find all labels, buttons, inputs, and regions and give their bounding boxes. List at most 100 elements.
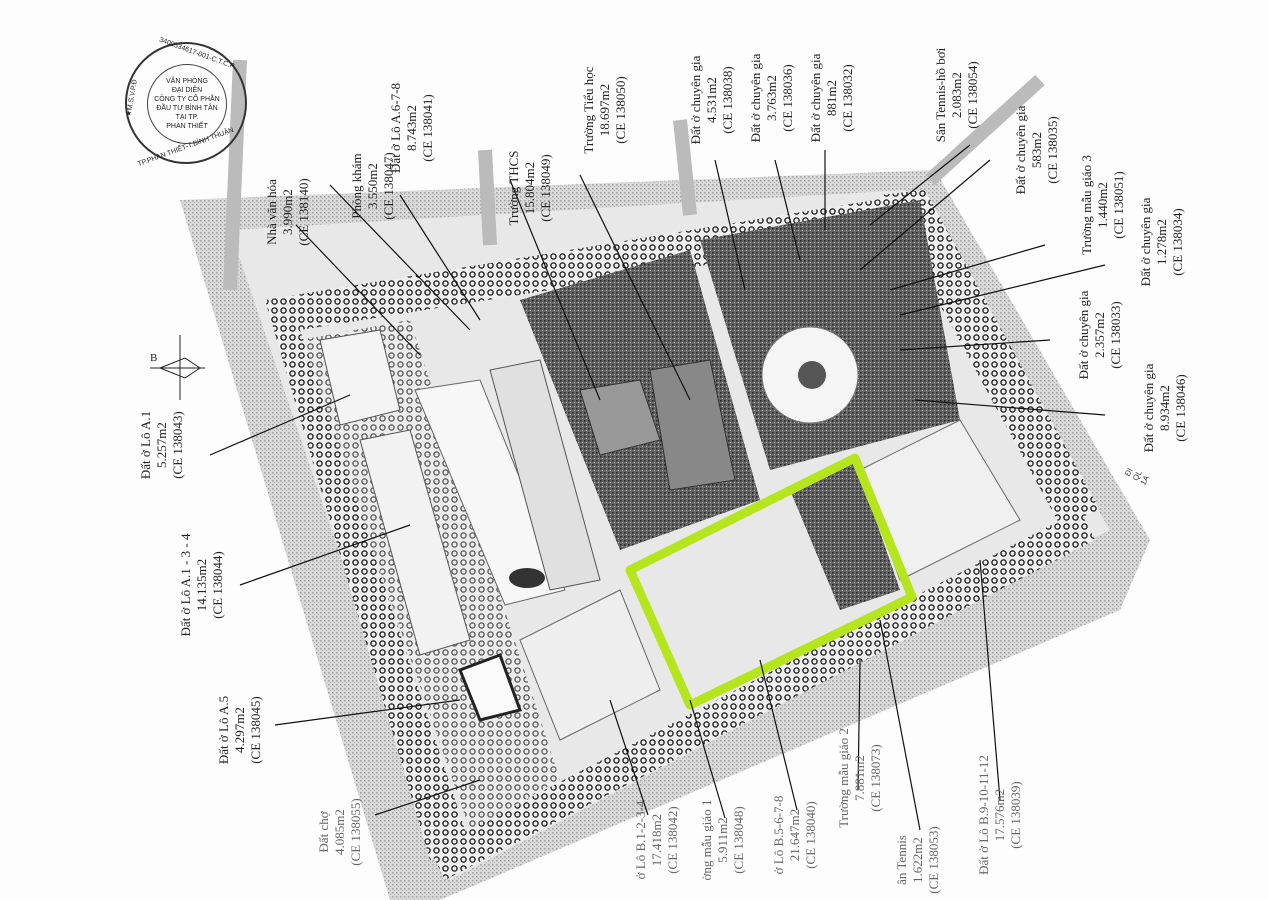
parcel-certificate: (CE 138140) <box>296 178 311 246</box>
parcel-name: Đất ở Lô A.6-7-8 <box>388 83 403 173</box>
parcel-name: Phòng khám <box>349 153 364 219</box>
parcel-certificate: (CE 138045) <box>248 696 263 764</box>
parcel-certificate: (CE 138044) <box>210 551 225 619</box>
parcel-certificate: (CE 138050) <box>613 76 628 144</box>
parcel-area: 1.622m2 <box>910 837 925 883</box>
parcel-certificate: (CE 138051) <box>1111 171 1126 239</box>
compass-label: B <box>150 352 158 364</box>
parcel-area: 7.881m2 <box>852 755 867 801</box>
parcel-name: Đất chợ <box>316 811 331 853</box>
parcel-name: Đất ở Lô A.5 <box>216 695 231 765</box>
company-stamp: 3400534617-001-C.T.C.P ★M.S.V.P.Đ TP.PHA… <box>125 37 247 168</box>
parcel-area: 4.085m2 <box>332 809 347 855</box>
parcel-area: 21.647m2 <box>787 808 802 862</box>
parcel-area: 8.743m2 <box>404 105 419 151</box>
parcel-name: Trường Tiểu học <box>581 66 596 154</box>
parcel-area: 8.934m2 <box>1157 385 1172 431</box>
parcel-area: 18.697m2 <box>597 83 612 137</box>
parcel-certificate: (CE 138053) <box>926 826 941 894</box>
parcel-name: Sân Tennis-hồ bơi <box>933 47 948 143</box>
parcel-name: Trường mẫu giáo 3 <box>1079 155 1094 255</box>
parcel-area: 3.763m2 <box>764 75 779 121</box>
parcel-area: 14.135m2 <box>194 558 209 612</box>
parcel-area: 1.278m2 <box>1154 219 1169 265</box>
parcel-certificate: (CE 138073) <box>868 744 883 812</box>
parcel-certificate: (CE 138042) <box>665 806 680 874</box>
parcel-area: 5.911m2 <box>715 817 730 863</box>
parcel-certificate: (CE 138039) <box>1008 781 1023 849</box>
stamp-ring-left: ★M.S.V.P.Đ <box>125 79 139 118</box>
parcel-area: 4.531m2 <box>704 77 719 123</box>
leader-lines <box>209 144 1106 831</box>
parcel-certificate: (CE 138043) <box>170 411 185 479</box>
parcel-area: 15.804m2 <box>522 161 537 215</box>
parcel-name: ân Tennis <box>894 835 909 885</box>
stamp-line: ĐẦU TƯ BÌNH TÂN <box>156 105 218 112</box>
parcel-area: 583m2 <box>1029 131 1044 169</box>
parcel-area: 881m2 <box>824 79 839 117</box>
stamp-center: VĂN PHÒNG ĐẠI DIỆN CÔNG TY CỔ PHẦN ĐẦU T… <box>147 64 227 144</box>
parcel-certificate: (CE 138048) <box>731 806 746 874</box>
stamp-line: ĐẠI DIỆN <box>171 87 203 94</box>
parcel-certificate: (CE 138054) <box>965 61 980 129</box>
stamp-line: VĂN PHÒNG <box>165 78 208 85</box>
parcel-area: 3.550m2 <box>365 163 380 209</box>
stamp-line: PHAN THIẾT <box>166 123 208 130</box>
parcel-area: 5.257m2 <box>154 422 169 468</box>
parcel-certificate: (CE 138040) <box>803 801 818 869</box>
parcel-name: Đất ở chuyên gia <box>1076 290 1091 380</box>
parcel-certificate: (CE 138046) <box>1173 374 1188 442</box>
parcel-certificate: (CE 138041) <box>420 94 435 162</box>
parcel-name: Đất ở Lô A.1 <box>138 410 153 480</box>
parcel-certificate: (CE 138034) <box>1170 208 1185 276</box>
parcel-name: Đất ở chuyên gia <box>748 53 763 143</box>
parcel-certificate: (CE 138036) <box>780 64 795 132</box>
parcel-name: ở Lô B.1-2-3-4 <box>633 800 648 880</box>
parcel-name: Trường mẫu giáo 2 <box>836 728 851 828</box>
highlighted-parcel[interactable] <box>625 453 917 710</box>
parcel-certificate: (CE 138033) <box>1108 301 1123 369</box>
parcel-certificate: (CE 138038) <box>720 66 735 134</box>
parcel-name: Đất ở chuyên gia <box>1138 197 1153 287</box>
north-arrow-icon <box>150 335 205 400</box>
parcel-name: Đất ở Lô A.1 - 3 - 4 <box>178 533 193 637</box>
parcel-name: Đất ở chuyên gia <box>1013 105 1028 195</box>
parcel-certificate: (CE 138055) <box>348 798 363 866</box>
parcel-name: Đất ở chuyên gia <box>688 55 703 145</box>
blocks <box>319 200 1021 741</box>
parcel-certificate: (CE 138035) <box>1045 116 1060 184</box>
parcel-certificate: (CE 138032) <box>840 64 855 132</box>
stamp-line: CÔNG TY CỔ PHẦN <box>154 96 220 103</box>
parcel-name: Đất ở Lô B.9-10-11-12 <box>976 755 991 875</box>
parcel-name: Đất ở chuyên gia <box>808 53 823 143</box>
parcel-certificate: (CE 138049) <box>538 154 553 222</box>
parcel-name: Trường THCS <box>506 150 521 226</box>
parcel-area: 17.418m2 <box>649 813 664 867</box>
parcel-area: 17.576m2 <box>992 788 1007 842</box>
parcel-area: 3.990m2 <box>280 189 295 235</box>
parcel-name: Đất ở chuyên gia <box>1141 363 1156 453</box>
parcel-name: ở Lô B.5-6-7-8 <box>771 795 786 875</box>
